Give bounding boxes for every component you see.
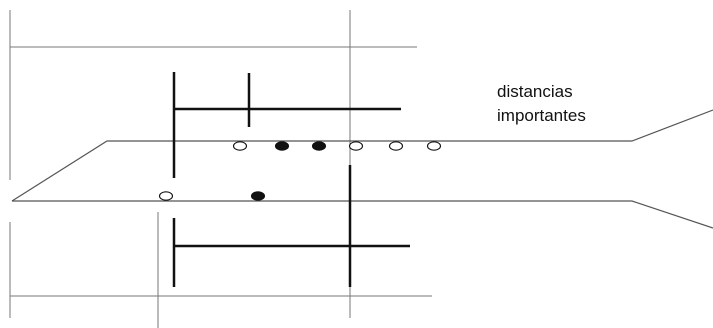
channel-top-edge xyxy=(11,109,713,202)
guide-lines xyxy=(9,10,432,328)
lower-distance-bracket xyxy=(172,165,410,287)
label-distancias: distancias xyxy=(497,82,573,101)
filled-particle-marker xyxy=(311,141,327,151)
open-particle-marker xyxy=(232,141,248,151)
upper-particle-row xyxy=(232,141,442,151)
lower-particle-row xyxy=(158,191,266,201)
open-particle-marker xyxy=(388,141,404,151)
open-particle-marker xyxy=(158,191,174,201)
filled-particle-marker xyxy=(274,141,290,151)
channel-outline xyxy=(11,109,713,229)
label-importantes: importantes xyxy=(497,106,586,125)
upper-distance-bracket xyxy=(172,72,401,178)
filled-particle-marker xyxy=(250,191,266,201)
open-particle-marker xyxy=(426,141,442,151)
open-particle-marker xyxy=(348,141,364,151)
channel-bottom-edge xyxy=(12,200,713,229)
